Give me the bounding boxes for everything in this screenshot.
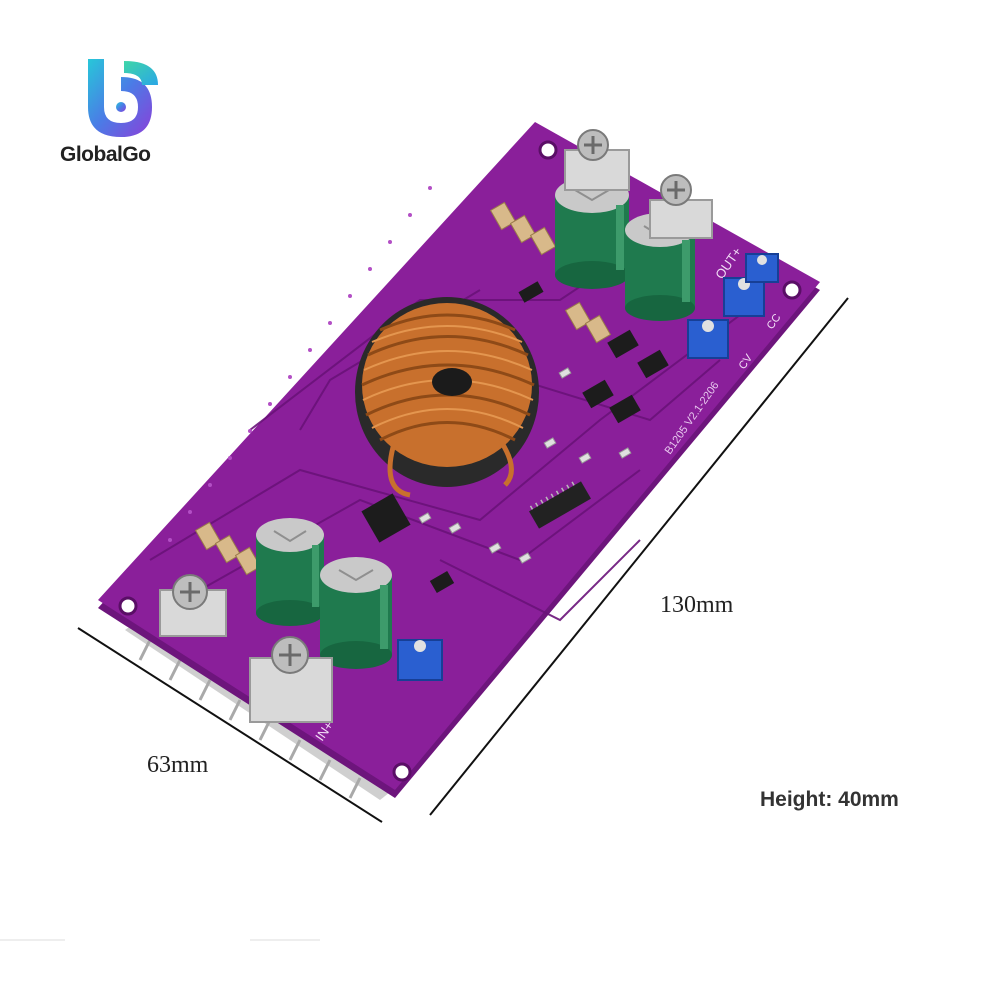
- terminal-in-minus: [159, 574, 227, 637]
- capacitor-out-1: [555, 177, 629, 289]
- capacitor-in-2: [320, 557, 392, 669]
- dimension-line-width: [77, 627, 383, 823]
- length-dimension-label: 130mm: [660, 592, 734, 618]
- ic-chip: [529, 481, 591, 529]
- dimension-line-length: [429, 297, 849, 816]
- height-dimension-label: Height: 40mm: [760, 788, 899, 811]
- brand-name: GlobalGo: [60, 143, 151, 166]
- width-dimension-label: 63mm: [147, 752, 209, 778]
- smd-components: [194, 201, 669, 594]
- toroid-inductor: [355, 297, 539, 498]
- capacitor-in-1: [256, 518, 324, 626]
- brand-logo-icon: [88, 59, 158, 137]
- trimmer-pot-cc: [723, 277, 765, 317]
- footer-divider: [0, 939, 320, 941]
- trimmer-pot-in: [397, 639, 443, 681]
- terminal-in-plus: [249, 636, 333, 723]
- brand-logo: GlobalGo: [60, 55, 180, 170]
- trimmer-pot-cv: [687, 319, 729, 359]
- terminal-out-plus: [649, 174, 713, 239]
- terminal-out-minus: [564, 129, 630, 191]
- trimmer-pot-3: [745, 253, 779, 283]
